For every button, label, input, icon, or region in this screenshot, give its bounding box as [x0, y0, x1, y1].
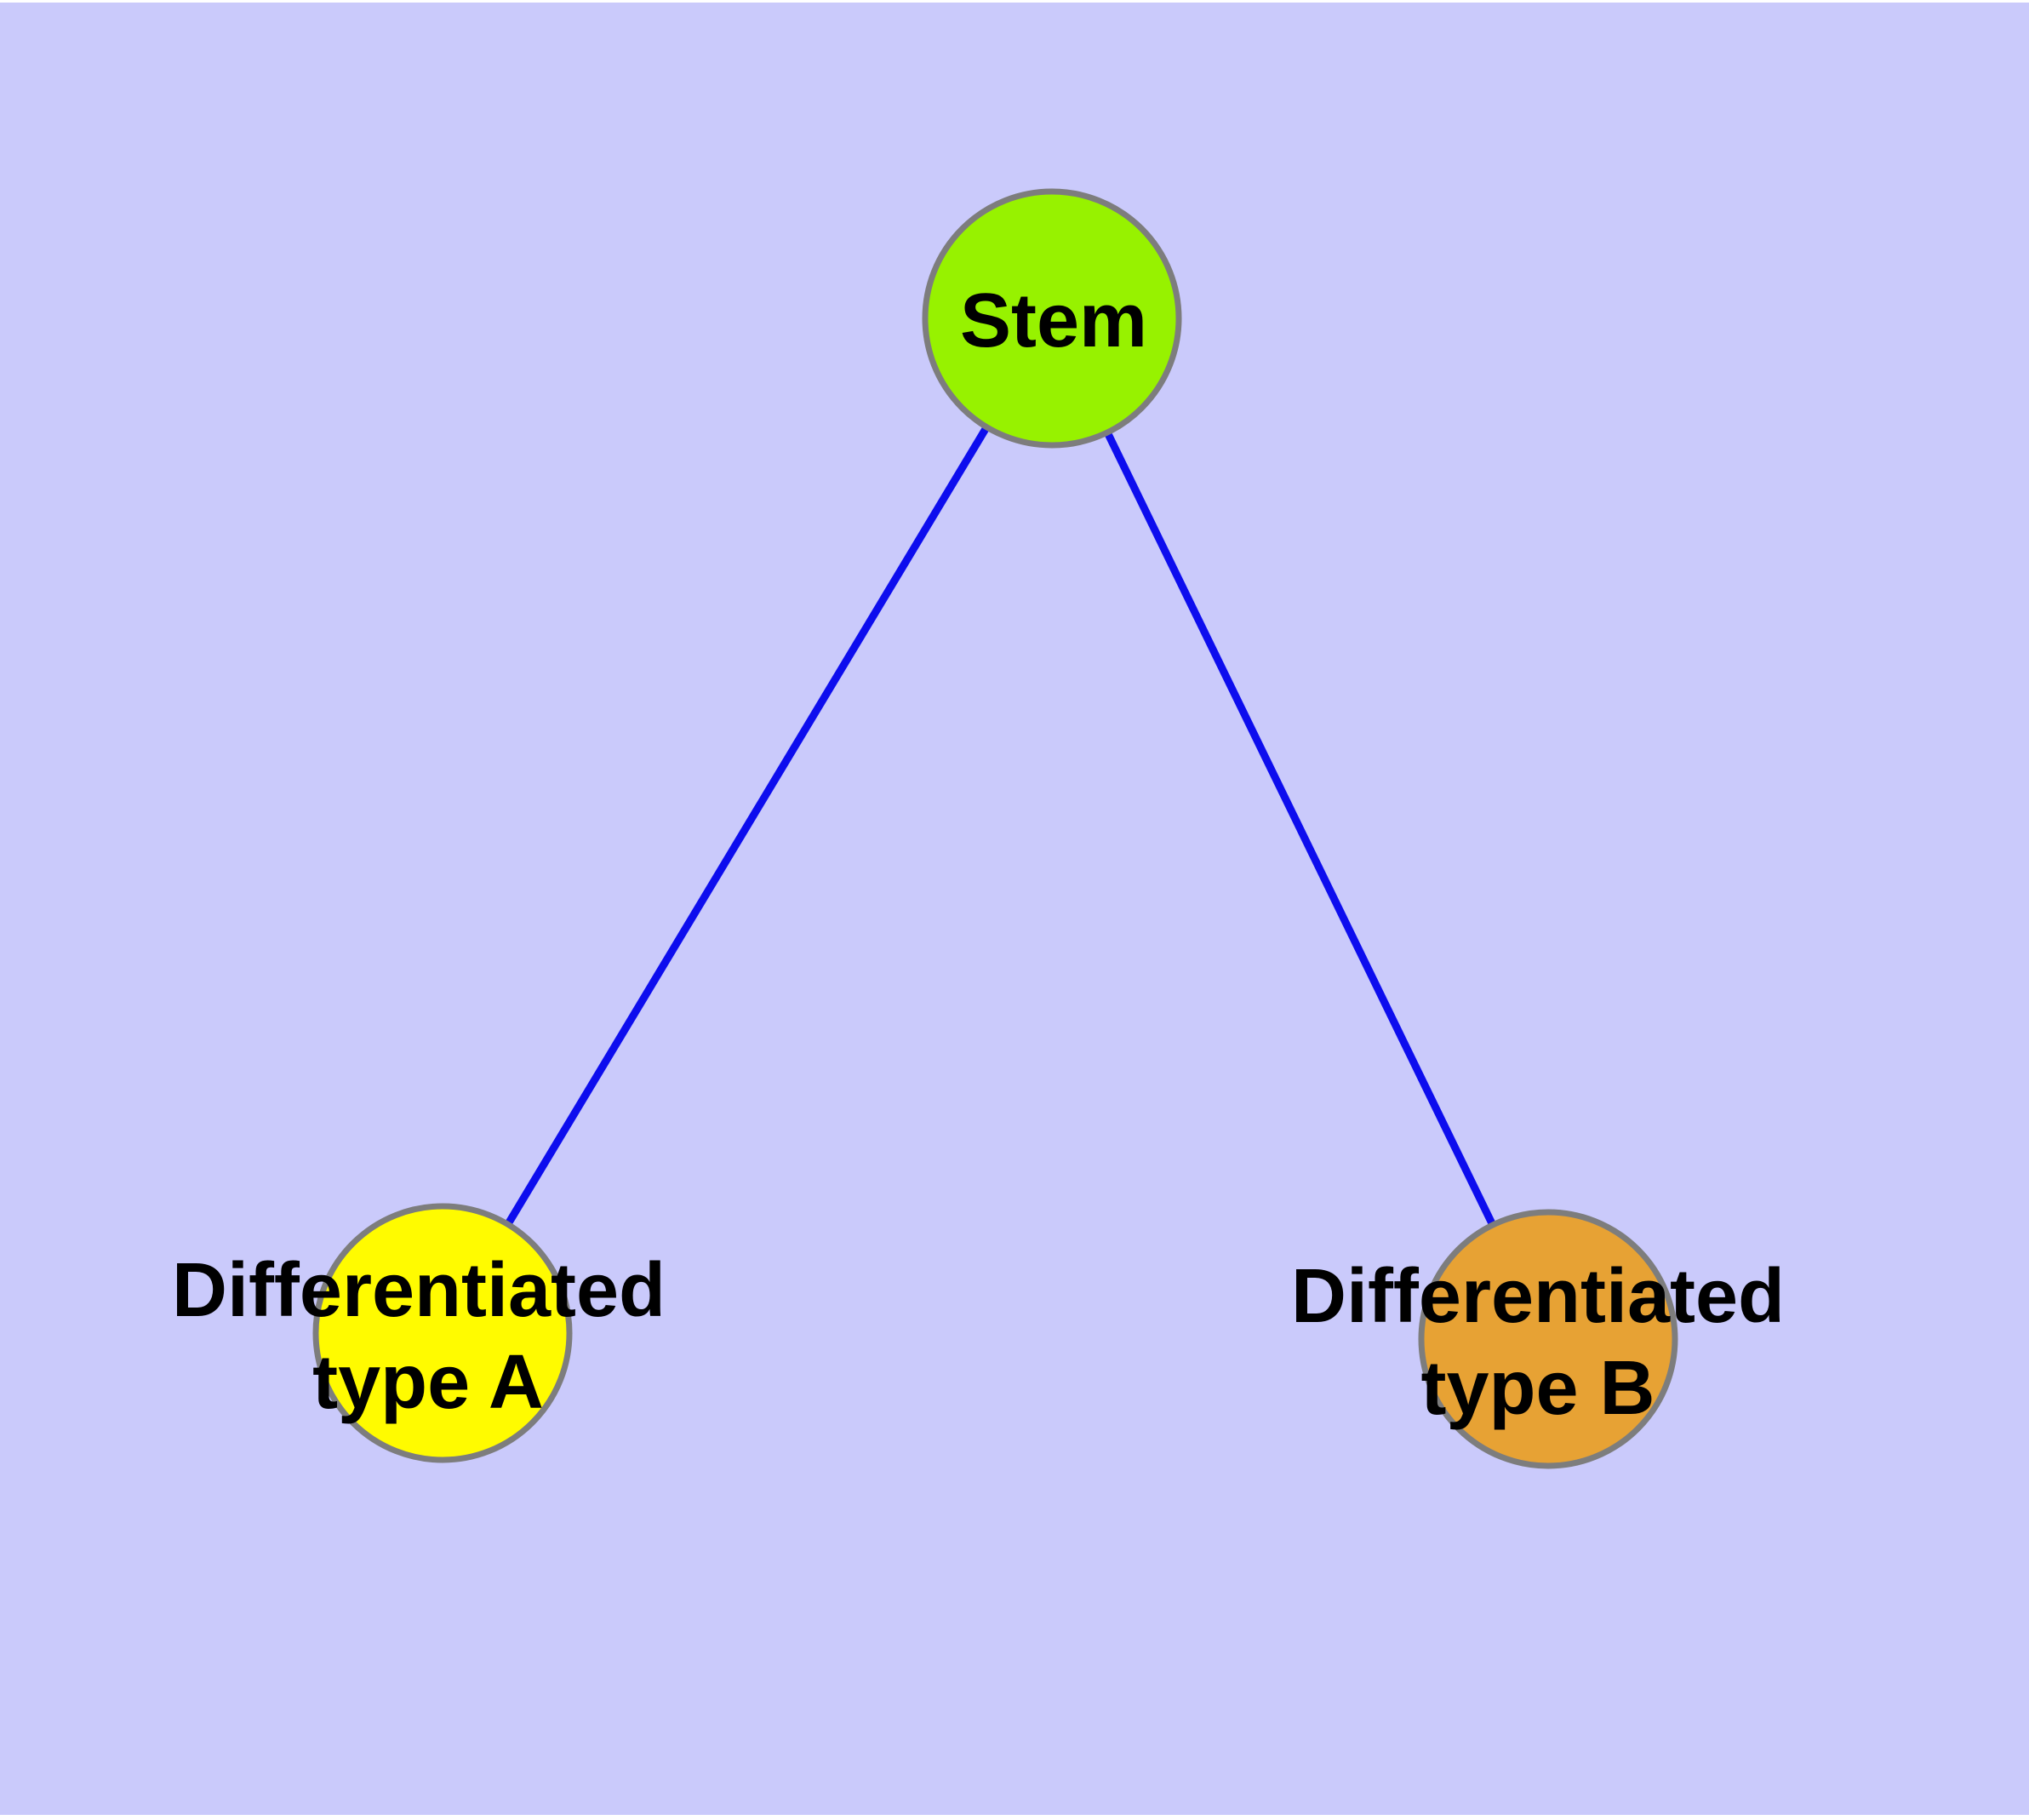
edge-stem-to-type-a — [439, 316, 1055, 1336]
label-layer: Stem Differentiated type A Differentiate… — [172, 278, 1785, 1431]
differentiated-type-a-label-line1: Differentiated — [172, 1248, 666, 1333]
differentiated-type-b-label-line2: type B — [1420, 1346, 1655, 1431]
stem-node-label: Stem — [960, 278, 1147, 363]
edge-layer — [439, 316, 1552, 1341]
edge-stem-to-type-b — [1048, 317, 1552, 1341]
stem-node-circle — [922, 188, 1182, 449]
differentiated-type-a-label-line2: type A — [312, 1340, 544, 1425]
differentiated-type-b-label-line1: Differentiated — [1291, 1254, 1785, 1339]
differentiated-type-b-node-circle — [1418, 1209, 1678, 1469]
differentiated-type-a-node-circle — [312, 1203, 573, 1463]
node-layer — [312, 188, 1678, 1469]
